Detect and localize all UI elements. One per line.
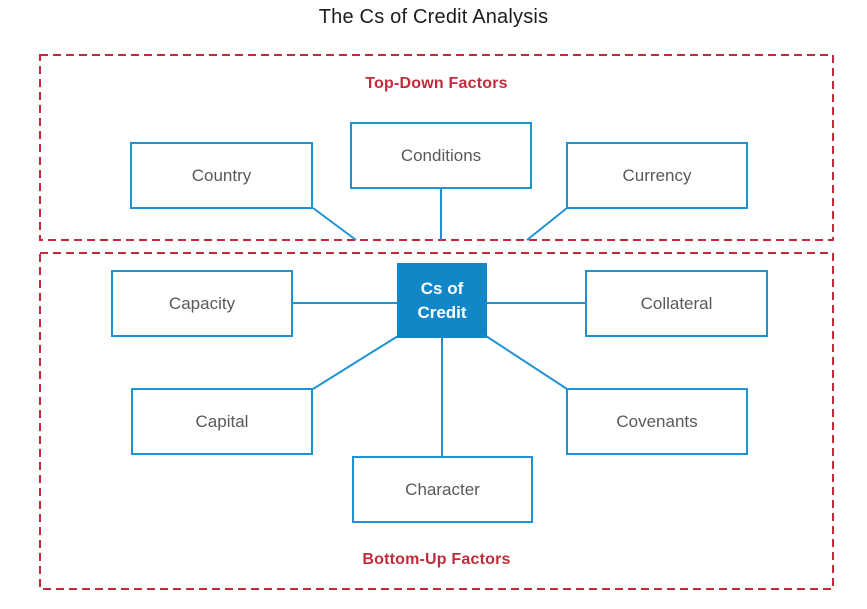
page-title: The Cs of Credit Analysis — [318, 6, 549, 28]
node-currency: Currency — [566, 142, 748, 209]
top-down-factors-label: Top-Down Factors — [365, 75, 508, 92]
node-capacity: Capacity — [111, 270, 293, 337]
bottom-up-factors-label: Bottom-Up Factors — [362, 551, 511, 568]
node-country: Country — [130, 142, 313, 209]
node-character: Character — [352, 456, 533, 523]
node-conditions: Conditions — [350, 122, 532, 189]
cs-of-credit-line1: Cs of — [420, 278, 464, 298]
node-collateral: Collateral — [585, 270, 768, 337]
cs-of-credit-line2: Credit — [417, 302, 467, 322]
connector-capital — [312, 335, 399, 390]
node-cs-of-credit: Cs of Credit — [397, 263, 487, 338]
node-covenants: Covenants — [566, 388, 748, 455]
top-down-section-border — [39, 54, 834, 241]
node-capital: Capital — [131, 388, 313, 455]
connector-country — [312, 207, 357, 241]
connector-covenants — [485, 335, 568, 390]
connector-currency — [526, 207, 568, 241]
bottom-up-section-border — [39, 252, 834, 590]
